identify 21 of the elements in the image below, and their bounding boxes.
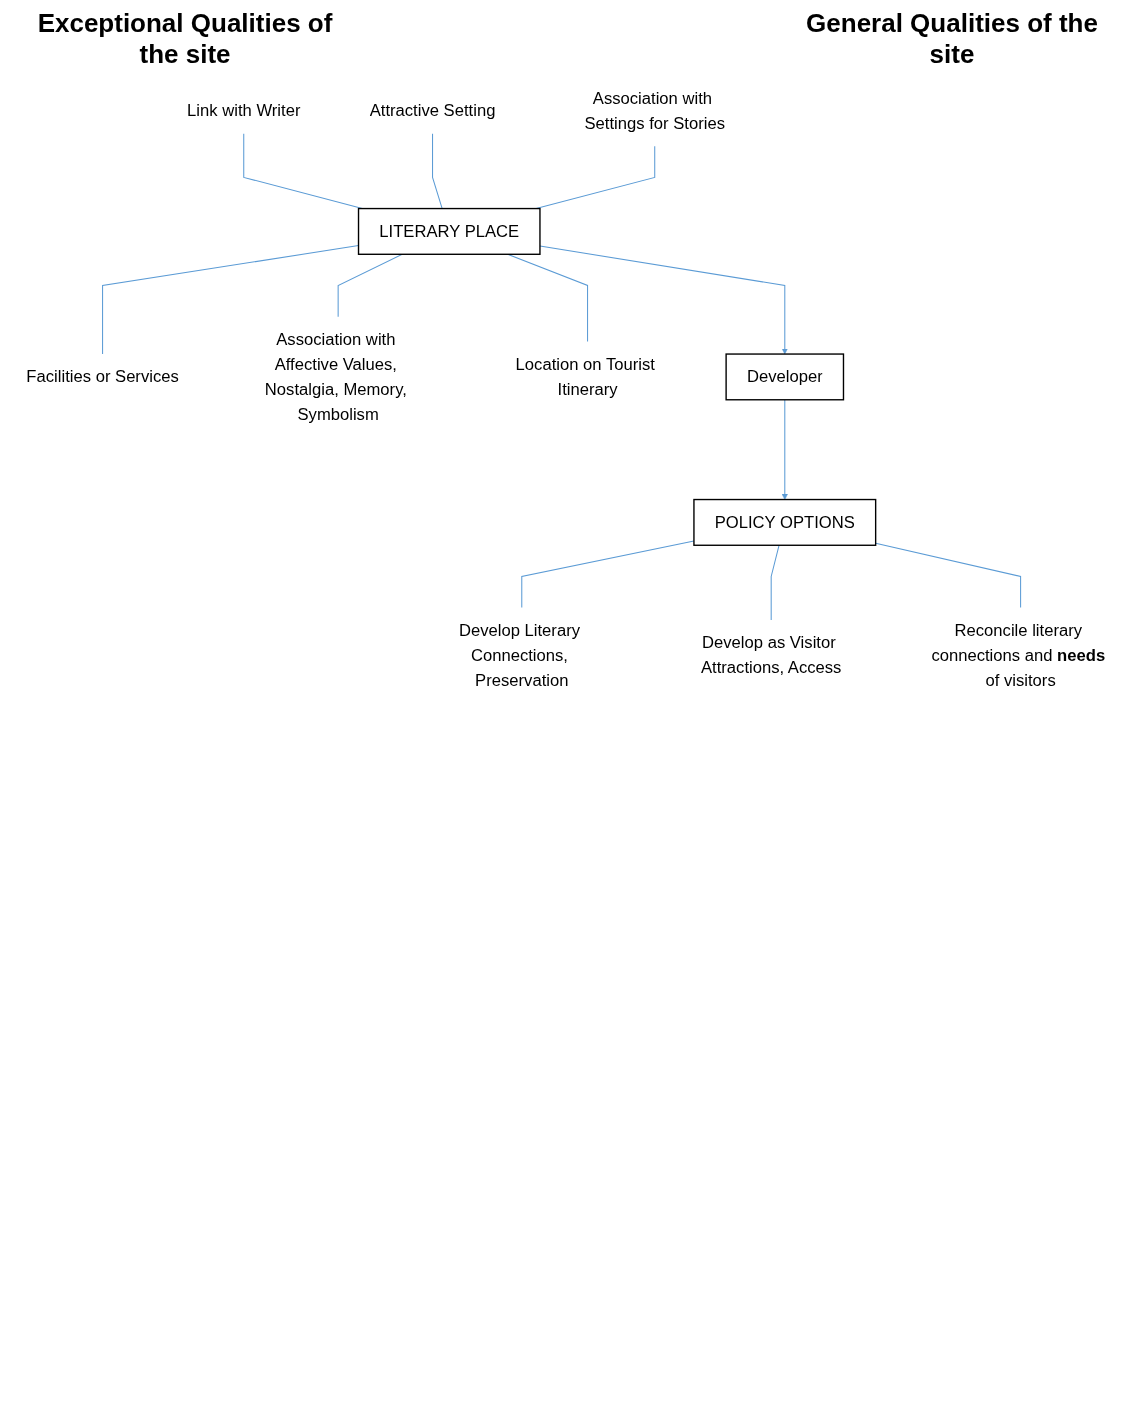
node-box: POLICY OPTIONS xyxy=(693,498,877,546)
node-text: Association with Affective Values, Nostalgia, Memory, Symbolism xyxy=(264,329,407,424)
arrow xyxy=(781,399,788,500)
node-text: Location on Tourist Itinerary xyxy=(515,354,655,399)
node-text: Develop Literary Connections, Preservation xyxy=(458,620,580,690)
node-text: Attractive Setting xyxy=(369,101,496,120)
node-text: Reconcile literary connections and needs of visitors xyxy=(931,620,1106,690)
node-box: Developer xyxy=(725,353,845,401)
node-text: Association with Settings for Stories xyxy=(584,88,725,133)
node-box: LITERARY PLACE xyxy=(357,207,541,255)
column-heading: General Qualities of the site xyxy=(805,8,1099,70)
connector xyxy=(337,253,403,318)
node-text: Facilities or Services xyxy=(26,367,179,386)
column-heading: Exceptional Qualities of the site xyxy=(36,8,334,70)
connector xyxy=(875,542,1022,609)
node-text: Develop as Visitor Attractions, Access xyxy=(700,633,842,677)
connector xyxy=(770,544,780,621)
connector xyxy=(507,253,589,343)
connector xyxy=(432,133,443,210)
arrow xyxy=(539,245,788,355)
node-text: Link with Writer xyxy=(187,101,301,120)
